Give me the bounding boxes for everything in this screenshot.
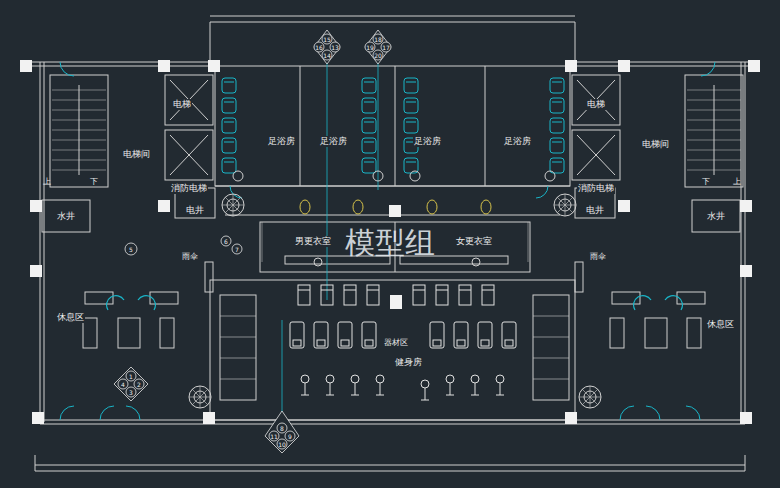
- room-box: 水井: [53, 209, 79, 224]
- room-box: 电井: [582, 203, 608, 218]
- room-box: 电梯: [169, 97, 195, 112]
- room-box: 健身房: [391, 355, 426, 370]
- room-box: 电梯间: [119, 147, 154, 162]
- callout-number: 6: [224, 238, 228, 245]
- room-box: 女更衣室: [452, 234, 496, 249]
- callout-number: 15: [323, 36, 331, 43]
- watermark: 模型组: [345, 227, 435, 259]
- callout-number: 8: [280, 425, 284, 432]
- room-name: 健身房: [394, 357, 423, 368]
- room-name: 电梯间: [122, 149, 151, 160]
- room-name: 电梯: [172, 99, 192, 110]
- room-box: 电梯: [583, 97, 609, 112]
- room-box: 电井: [182, 203, 208, 218]
- room-name: 足浴房: [503, 136, 532, 147]
- room-box: 足浴房: [500, 134, 535, 149]
- callout-number: 14: [323, 52, 331, 59]
- callout-number: 13: [331, 44, 339, 51]
- callout-number: 10: [278, 441, 286, 448]
- room-box: 男更衣室: [291, 234, 335, 249]
- room-name: 足浴房: [319, 136, 348, 147]
- callout-number: 4: [121, 381, 125, 388]
- room-name: 电梯间: [641, 139, 670, 150]
- room-box: 足浴房: [410, 134, 445, 149]
- room-box: 水井: [703, 209, 729, 224]
- callout-number: 3: [129, 389, 133, 396]
- plan-label: 上: [43, 177, 51, 186]
- callout-number: 16: [315, 44, 323, 51]
- callout-number: 20: [374, 52, 382, 59]
- room-name: 消防电梯: [170, 183, 208, 194]
- room-box: 休息区: [703, 317, 738, 332]
- room-box: 消防电梯: [574, 181, 618, 196]
- callout-number: 9: [288, 433, 292, 440]
- room-box: 足浴房: [316, 134, 351, 149]
- callout-number: 18: [374, 36, 382, 43]
- room-name: 男更衣室: [294, 236, 332, 247]
- callout-number: 7: [235, 246, 239, 253]
- room-name: 足浴房: [413, 136, 442, 147]
- room-box: 电梯间: [638, 137, 673, 152]
- callout-number: 11: [270, 433, 278, 440]
- room-name: 消防电梯: [577, 183, 615, 194]
- callout-number: 5: [129, 246, 133, 253]
- room-name: 足浴房: [267, 136, 296, 147]
- room-name: 休息区: [706, 319, 735, 330]
- room-box: 足浴房: [264, 134, 299, 149]
- room-box: 消防电梯: [167, 181, 211, 196]
- room-name: 水井: [706, 211, 726, 222]
- room-name: 电梯: [586, 99, 606, 110]
- callout-number: 1: [129, 373, 133, 380]
- plan-label: 雨伞: [590, 252, 606, 261]
- room-box: 休息区: [53, 310, 88, 325]
- plan-label: 雨伞: [182, 252, 198, 261]
- room-name: 电井: [585, 205, 605, 216]
- callout-number: 19: [366, 44, 374, 51]
- room-name: 女更衣室: [455, 236, 493, 247]
- plan-label: 器材区: [384, 338, 408, 347]
- callout-number: 2: [137, 381, 141, 388]
- room-name: 电井: [185, 205, 205, 216]
- callout-number: 17: [382, 44, 390, 51]
- room-name: 休息区: [56, 312, 85, 323]
- plan-label: 上: [733, 177, 741, 186]
- plan-label: 下: [702, 177, 710, 186]
- plan-label: 下: [90, 177, 98, 186]
- room-name: 水井: [56, 211, 76, 222]
